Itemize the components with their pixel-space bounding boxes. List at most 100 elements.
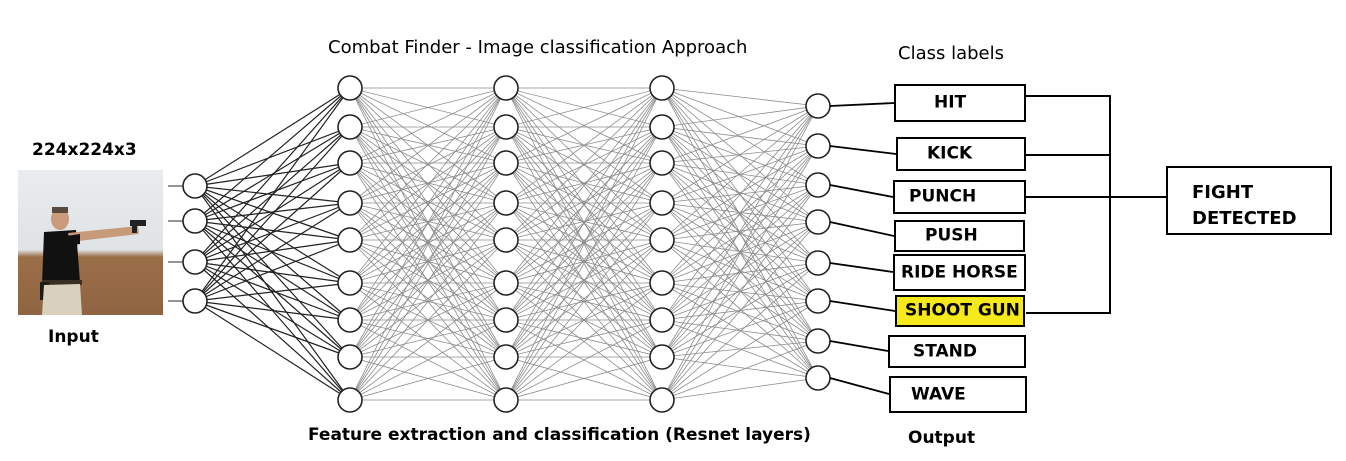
network-node [649,387,675,413]
network-edge [661,105,819,401]
network-edge [505,87,663,284]
network-edge [661,87,819,107]
network-node [493,270,519,296]
network-node [649,227,675,253]
network-edge [661,282,819,342]
network-node [337,387,363,413]
network-node [337,190,363,216]
output-connector [829,221,895,237]
output-connector [829,377,890,395]
network-edge [661,145,819,284]
output-connector [829,145,897,155]
network-node [805,288,831,314]
network-edge [349,87,507,401]
network-edge [505,87,663,128]
network-edge [505,87,663,164]
class-box-shoot-gun: SHOOT GUN [895,295,1025,327]
network-edge [661,105,819,241]
network-node [805,133,831,159]
network-edge [194,239,351,263]
network-nodes [182,75,831,413]
network-edge [194,185,351,321]
network-edge [349,202,507,241]
network-edge [661,300,819,401]
class-box-wave: WAVE [889,376,1027,413]
class-label: HIT [934,92,967,113]
fight-detected-box: FIGHT DETECTED [1166,166,1332,235]
network-edge [349,162,507,204]
network-edge [349,87,507,358]
network-edge [505,202,663,358]
network-node [493,387,519,413]
network-node [649,270,675,296]
network-edge [661,221,819,358]
output-connector [829,102,895,107]
network-edge [194,185,351,401]
network-edge [661,145,819,321]
network-node [337,227,363,253]
network-edge [661,145,819,358]
network-edge [349,239,507,358]
network-edge [194,282,351,302]
network-edge [349,239,507,401]
network-edge [661,300,819,358]
class-label: KICK [927,143,973,164]
output-connector [829,300,896,312]
network-edge [194,162,351,302]
network-node [649,114,675,140]
network-edge [505,239,663,358]
network-edge [661,87,819,147]
network-edge [661,239,819,342]
network-node [493,307,519,333]
network-edge [661,162,819,223]
network-edge [661,239,819,379]
network-edge [505,126,663,284]
network-edge [661,105,819,358]
network-node [493,114,519,140]
fight-detected-label: FIGHT DETECTED [1192,182,1297,230]
network-node [649,190,675,216]
network-edge [349,202,507,358]
network-edge [349,87,507,241]
network-edge [349,126,507,358]
network-edge [661,105,819,128]
network-edge [505,319,663,358]
network-edge [194,220,351,358]
network-edge [505,162,663,241]
network-edge [349,126,507,321]
network-node [805,365,831,391]
network-edge [194,87,351,302]
class-labels-heading: Class labels [898,43,1004,64]
network-edge [194,300,351,358]
network-edge [505,87,663,358]
network-connections [168,87,819,401]
network-edge [194,300,351,321]
network-edge [661,184,819,284]
network-edge [194,126,351,187]
network-edge [349,162,507,401]
network-edge [349,126,507,241]
network-edge [505,202,663,241]
network-edge [661,105,819,204]
class-label: STAND [913,341,978,361]
diagram-title: Combat Finder - Image classification App… [328,37,748,58]
network-edge [661,87,819,223]
network-edge [194,185,351,284]
network-edge [661,105,819,284]
network-node [337,114,363,140]
network-edge [505,126,663,321]
class-box-stand: STAND [888,335,1026,368]
network-edge [661,202,819,342]
network-edge [661,262,819,401]
network-edge [349,87,507,204]
network-edge [349,87,507,164]
network-edge [661,340,819,401]
network-edge [194,220,351,241]
network-node [337,75,363,101]
output-label: Output [908,428,976,448]
network-edge [505,126,663,401]
network-node [337,344,363,370]
network-node [337,270,363,296]
fight-classes-bracket [1026,95,1166,314]
class-box-kick: KICK [896,137,1026,171]
